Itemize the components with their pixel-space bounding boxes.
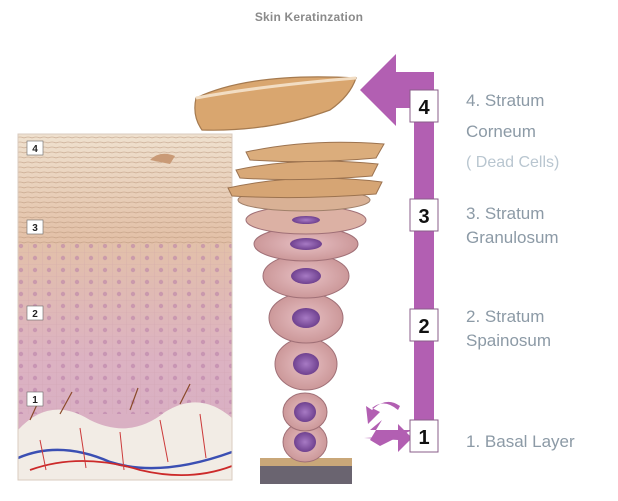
photo-marker-2: 2: [27, 306, 43, 320]
step-box-1: 1: [410, 420, 438, 452]
step-4-label-note: ( Dead Cells): [466, 152, 559, 174]
photo-marker-4-label: 4: [32, 144, 38, 155]
skin-section-photo: [18, 134, 232, 480]
photo-marker-4: 4: [27, 141, 43, 155]
step-box-2-number: 2: [418, 316, 429, 338]
step-box-3: 3: [410, 199, 438, 231]
photo-marker-2-label: 2: [32, 309, 38, 320]
photo-marker-1: 1: [27, 392, 43, 406]
photo-marker-1-label: 1: [32, 395, 38, 406]
step-box-3-number: 3: [418, 206, 429, 228]
step-1-label-line1: 1. Basal Layer: [466, 431, 575, 453]
step-3-label-line2: Granulosum: [466, 227, 559, 249]
step-box-4: 4: [410, 90, 438, 122]
photo-marker-3: 3: [27, 220, 43, 234]
step-3-label-line1: 3. Stratum: [466, 203, 544, 225]
step-box-2: 2: [410, 309, 438, 341]
step-box-4-number: 4: [418, 97, 430, 119]
photo-marker-3-label: 3: [32, 223, 38, 234]
step-2-label-line2: Spainosum: [466, 330, 551, 352]
step-2-label-line1: 2. Stratum: [466, 306, 544, 328]
step-4-label-line1: 4. Stratum: [466, 90, 544, 112]
step-4-label-line2: Corneum: [466, 121, 536, 143]
step-box-1-number: 1: [418, 427, 429, 449]
